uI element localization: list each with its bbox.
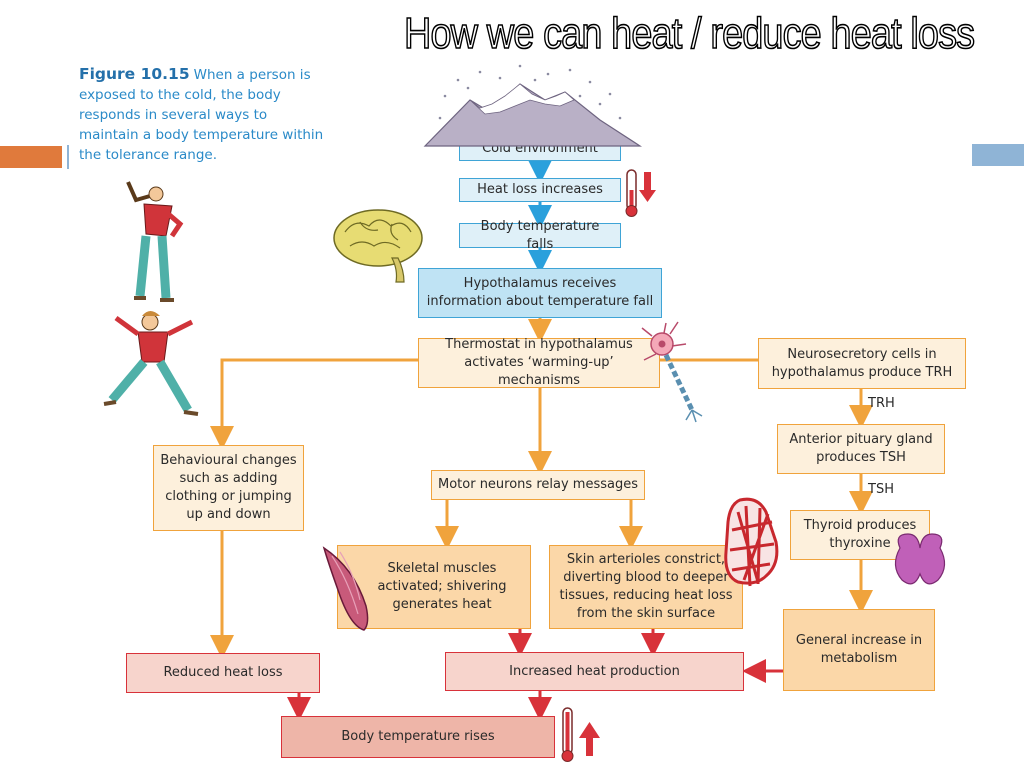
thermometer-down-icon <box>625 169 656 217</box>
jumping-person-icon <box>126 181 184 302</box>
box-heat-loss-increases: Heat loss increases <box>459 178 621 202</box>
thermometer-up-icon <box>561 707 600 762</box>
label-trh: TRH <box>868 396 895 411</box>
person-stretching-icon <box>103 311 199 416</box>
box-body-temperature-rises: Body temperature rises <box>281 716 555 758</box>
brain-icon <box>333 209 423 283</box>
box-increased-heat-production: Increased heat production <box>445 652 744 691</box>
mountain-icon <box>423 64 643 147</box>
figure-label: Figure 10.15 <box>79 65 190 83</box>
thyroid-icon <box>894 533 946 585</box>
box-behavioural-changes: Behavioural changes such as adding cloth… <box>153 445 304 531</box>
box-neurosecretory-cells: Neurosecretory cells in hypothalamus pro… <box>758 338 966 389</box>
blood-vessel-icon <box>724 497 779 587</box>
box-anterior-pituitary: Anterior pituary gland produces TSH <box>777 424 945 474</box>
left-accent-bar <box>0 146 62 168</box>
label-tsh: TSH <box>868 482 894 497</box>
box-body-temperature-falls: Body temperature falls <box>459 219 621 252</box>
box-reduced-heat-loss: Reduced heat loss <box>126 653 320 693</box>
box-thermostat: Thermostat in hypothalamus activates ‘wa… <box>418 337 660 388</box>
box-hypothalamus-receives: Hypothalamus receives information about … <box>418 268 662 318</box>
neuron-icon <box>641 321 703 423</box>
left-accent-tick <box>67 145 69 169</box>
box-motor-neurons: Motor neurons relay messages <box>431 470 645 500</box>
figure-caption-text: When a person is exposed to the cold, th… <box>79 67 324 163</box>
box-general-metabolism: General increase in metabolism <box>783 609 935 691</box>
box-skin-arterioles: Skin arterioles constrict, diverting blo… <box>549 545 743 629</box>
arrow-thermostat-to-behavioural <box>210 358 418 450</box>
right-accent-bar <box>972 144 1024 166</box>
page-title: How we can heat / reduce heat loss <box>403 8 975 59</box>
muscle-icon <box>322 546 369 631</box>
